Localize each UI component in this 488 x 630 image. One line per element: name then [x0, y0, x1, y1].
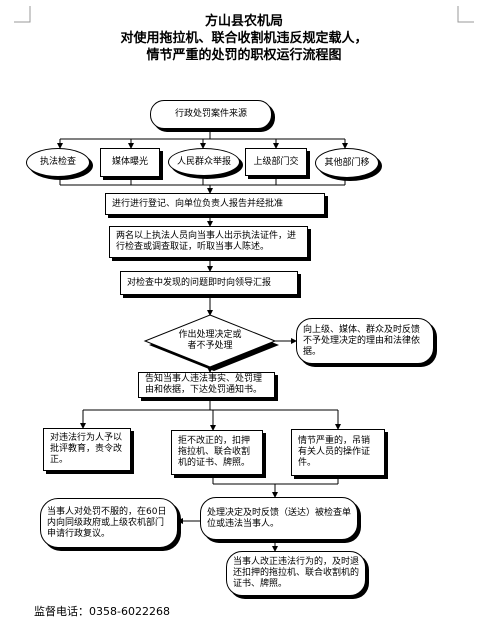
title-line-2: 对使用拖拉机、联合收割机违反规定载人， [120, 31, 368, 46]
node-deliver: 处理决定及时反馈（送达）被检查单位或违法当事人。 [200, 497, 358, 540]
node-register: 进行进行登记、向单位负责人报告并经批准 [105, 193, 325, 215]
node-source-public-report: 人民群众举报 [168, 148, 240, 176]
title-line-3: 情节严重的处罚的职权运行流程图 [146, 48, 342, 63]
node-source-superior: 上级部门交 [245, 148, 307, 176]
node-source-other-dept: 其他部门移 [315, 148, 379, 178]
node-branch-seize: 拒不改正的，扣押拖拉机、联合收割机的证书、牌照。 [171, 430, 263, 475]
node-investigate: 两名以上执法人员向当事人出示执法证件，进行检查或调查取证，听取当事人陈述。 [109, 226, 308, 258]
node-case-source: 行政处罚案件来源 [150, 100, 272, 129]
node-branch-education: 对违法行为人予以批评教育，责令改正。 [43, 428, 131, 471]
node-source-media: 媒体曝光 [100, 148, 160, 177]
decision-diamond [143, 314, 277, 368]
node-source-inspection: 执法检查 [26, 148, 90, 177]
node-notify: 告知当事人违法事实、处罚理由和依据，下达处罚通知书。 [138, 372, 275, 398]
supervision-hotline: 监督电话：0358-6022268 [34, 605, 170, 618]
node-branch-revoke: 情节严重的，吊销有关人员的操作证件。 [291, 429, 385, 476]
node-return: 当事人改正违法行为的，及时退还扣押的拖拉机、联合收割机的证书、牌照。 [226, 551, 366, 596]
node-report: 对检查中发现的问题即时向领导汇报 [120, 271, 298, 295]
title-line-1: 方山县农机局 [204, 14, 283, 29]
node-decision-label: 作出处理决定或者不予处理 [178, 330, 242, 351]
node-appeal: 当事人对处罚不服的，在60日内向同级政府或上级农机部门申请行政复议。 [40, 498, 178, 548]
node-feedback: 向上级、媒体、群众及时反馈不予处理决定的理由和法律依据。 [296, 318, 434, 364]
